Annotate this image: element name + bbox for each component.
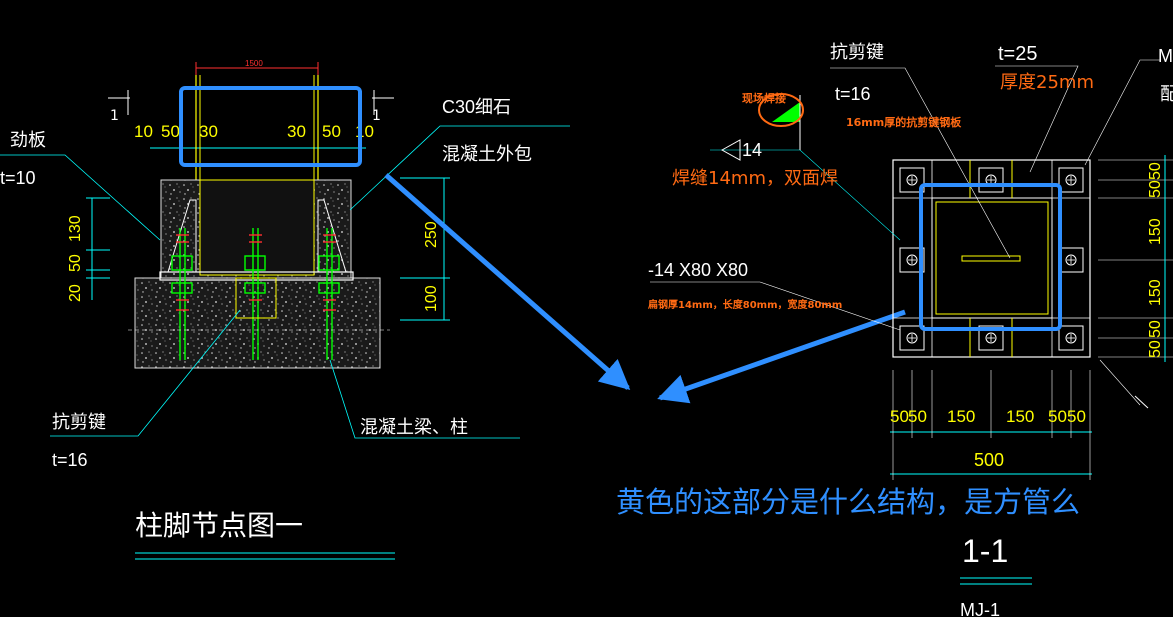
dim-right-100: 100 (423, 285, 440, 312)
beam-column-label: 混凝土梁、柱 (360, 417, 468, 438)
shear-key-thickness-left: t=16 (52, 450, 88, 470)
anchor-bolts (171, 228, 340, 360)
highlight-box-right (919, 183, 1062, 331)
dim-bottom-50-a: 50 (890, 407, 909, 426)
base-plate (159, 271, 354, 281)
plate-thickness-note: 厚度25mm (1000, 72, 1094, 93)
dim-right-150-b: 150 (1147, 279, 1164, 306)
dim-right-250: 250 (423, 221, 440, 248)
dim-right-150-a: 150 (1147, 218, 1164, 245)
weld-note: 焊缝14mm，双面焊 (672, 168, 838, 189)
arrow-from-left (384, 173, 631, 390)
dim-top-50-a: 50 (161, 122, 180, 141)
dim-top-30-b: 30 (287, 122, 306, 141)
dim-left-130: 130 (67, 215, 84, 242)
right-plan-detail: 50 50 150 150 50 50 500 50 50 150 150 50… (648, 42, 1173, 617)
left-column-base-detail: 1500 1 1 10 50 30 30 50 10 (0, 59, 570, 560)
shear-key-left (235, 277, 277, 319)
weld-size: 14 (742, 140, 762, 160)
note-encasement: 混凝土外包 (442, 144, 532, 165)
note-c30: C30细石 (442, 97, 511, 117)
dim-top-10-b: 10 (355, 122, 374, 141)
dim-bottom-50-b: 50 (908, 407, 927, 426)
shear-key-plan (961, 255, 1021, 262)
question-text: 黄色的这部分是什么结构，是方管么 (616, 485, 1080, 519)
section-title-1-1: 1-1 (962, 533, 1008, 569)
arrow-from-right (657, 309, 906, 404)
base-plate-plan (892, 159, 1091, 358)
dim-left-50: 50 (67, 254, 84, 272)
dim-bottom-150-a: 150 (947, 407, 975, 426)
bolt-group-plan (899, 167, 1084, 351)
top-right-label-pei: 配 (1160, 84, 1173, 105)
shear-key-label-right: 抗剪键 (830, 42, 884, 63)
dim-bottom-50-d: 50 (1067, 407, 1086, 426)
dim-top-30-a: 30 (199, 122, 218, 141)
top-right-label-m: M (1158, 46, 1173, 66)
column-outline-plan (931, 197, 1053, 319)
drawing-number: MJ-1 (960, 600, 1000, 617)
dim-right-50-a: 50 (1147, 162, 1164, 180)
stiffener-label: 劲板 (10, 130, 46, 151)
highlight-box-left (179, 86, 362, 167)
dim-right-50-b: 50 (1147, 180, 1164, 198)
weld-circle-annotation (758, 93, 804, 127)
field-weld-flag (772, 102, 800, 122)
dim-top-10-a: 10 (134, 122, 153, 141)
dim-1500-label: 1500 (245, 59, 263, 68)
dim-left-20: 20 (67, 284, 84, 302)
shear-key-label-left: 抗剪键 (52, 412, 106, 433)
dim-right-50-c: 50 (1147, 320, 1164, 338)
section-mark-right: 1 (372, 108, 381, 124)
dim-top-50-b: 50 (322, 122, 341, 141)
dim-right-50-d: 50 (1147, 340, 1164, 358)
shear-key-thickness-right: t=16 (835, 84, 871, 104)
plate-spec: -14 X80 X80 (648, 260, 748, 280)
stiffener-thickness: t=10 (0, 168, 36, 188)
field-weld-label: 现场焊接 (742, 91, 786, 105)
stiffener-left (167, 199, 197, 273)
section-mark-left: 1 (110, 108, 119, 124)
detail-title: 柱脚节点图一 (135, 509, 303, 542)
dim-bottom-50-c: 50 (1048, 407, 1067, 426)
plate-spec-note: 扁钢厚14mm，长度80mm，宽度80mm (648, 298, 842, 311)
dim-bottom-total-500: 500 (974, 450, 1004, 470)
dim-bottom-150-b: 150 (1006, 407, 1034, 426)
plate-thickness: t=25 (998, 43, 1037, 65)
shear-plate-note: 16mm厚的抗剪键钢板 (846, 115, 962, 129)
